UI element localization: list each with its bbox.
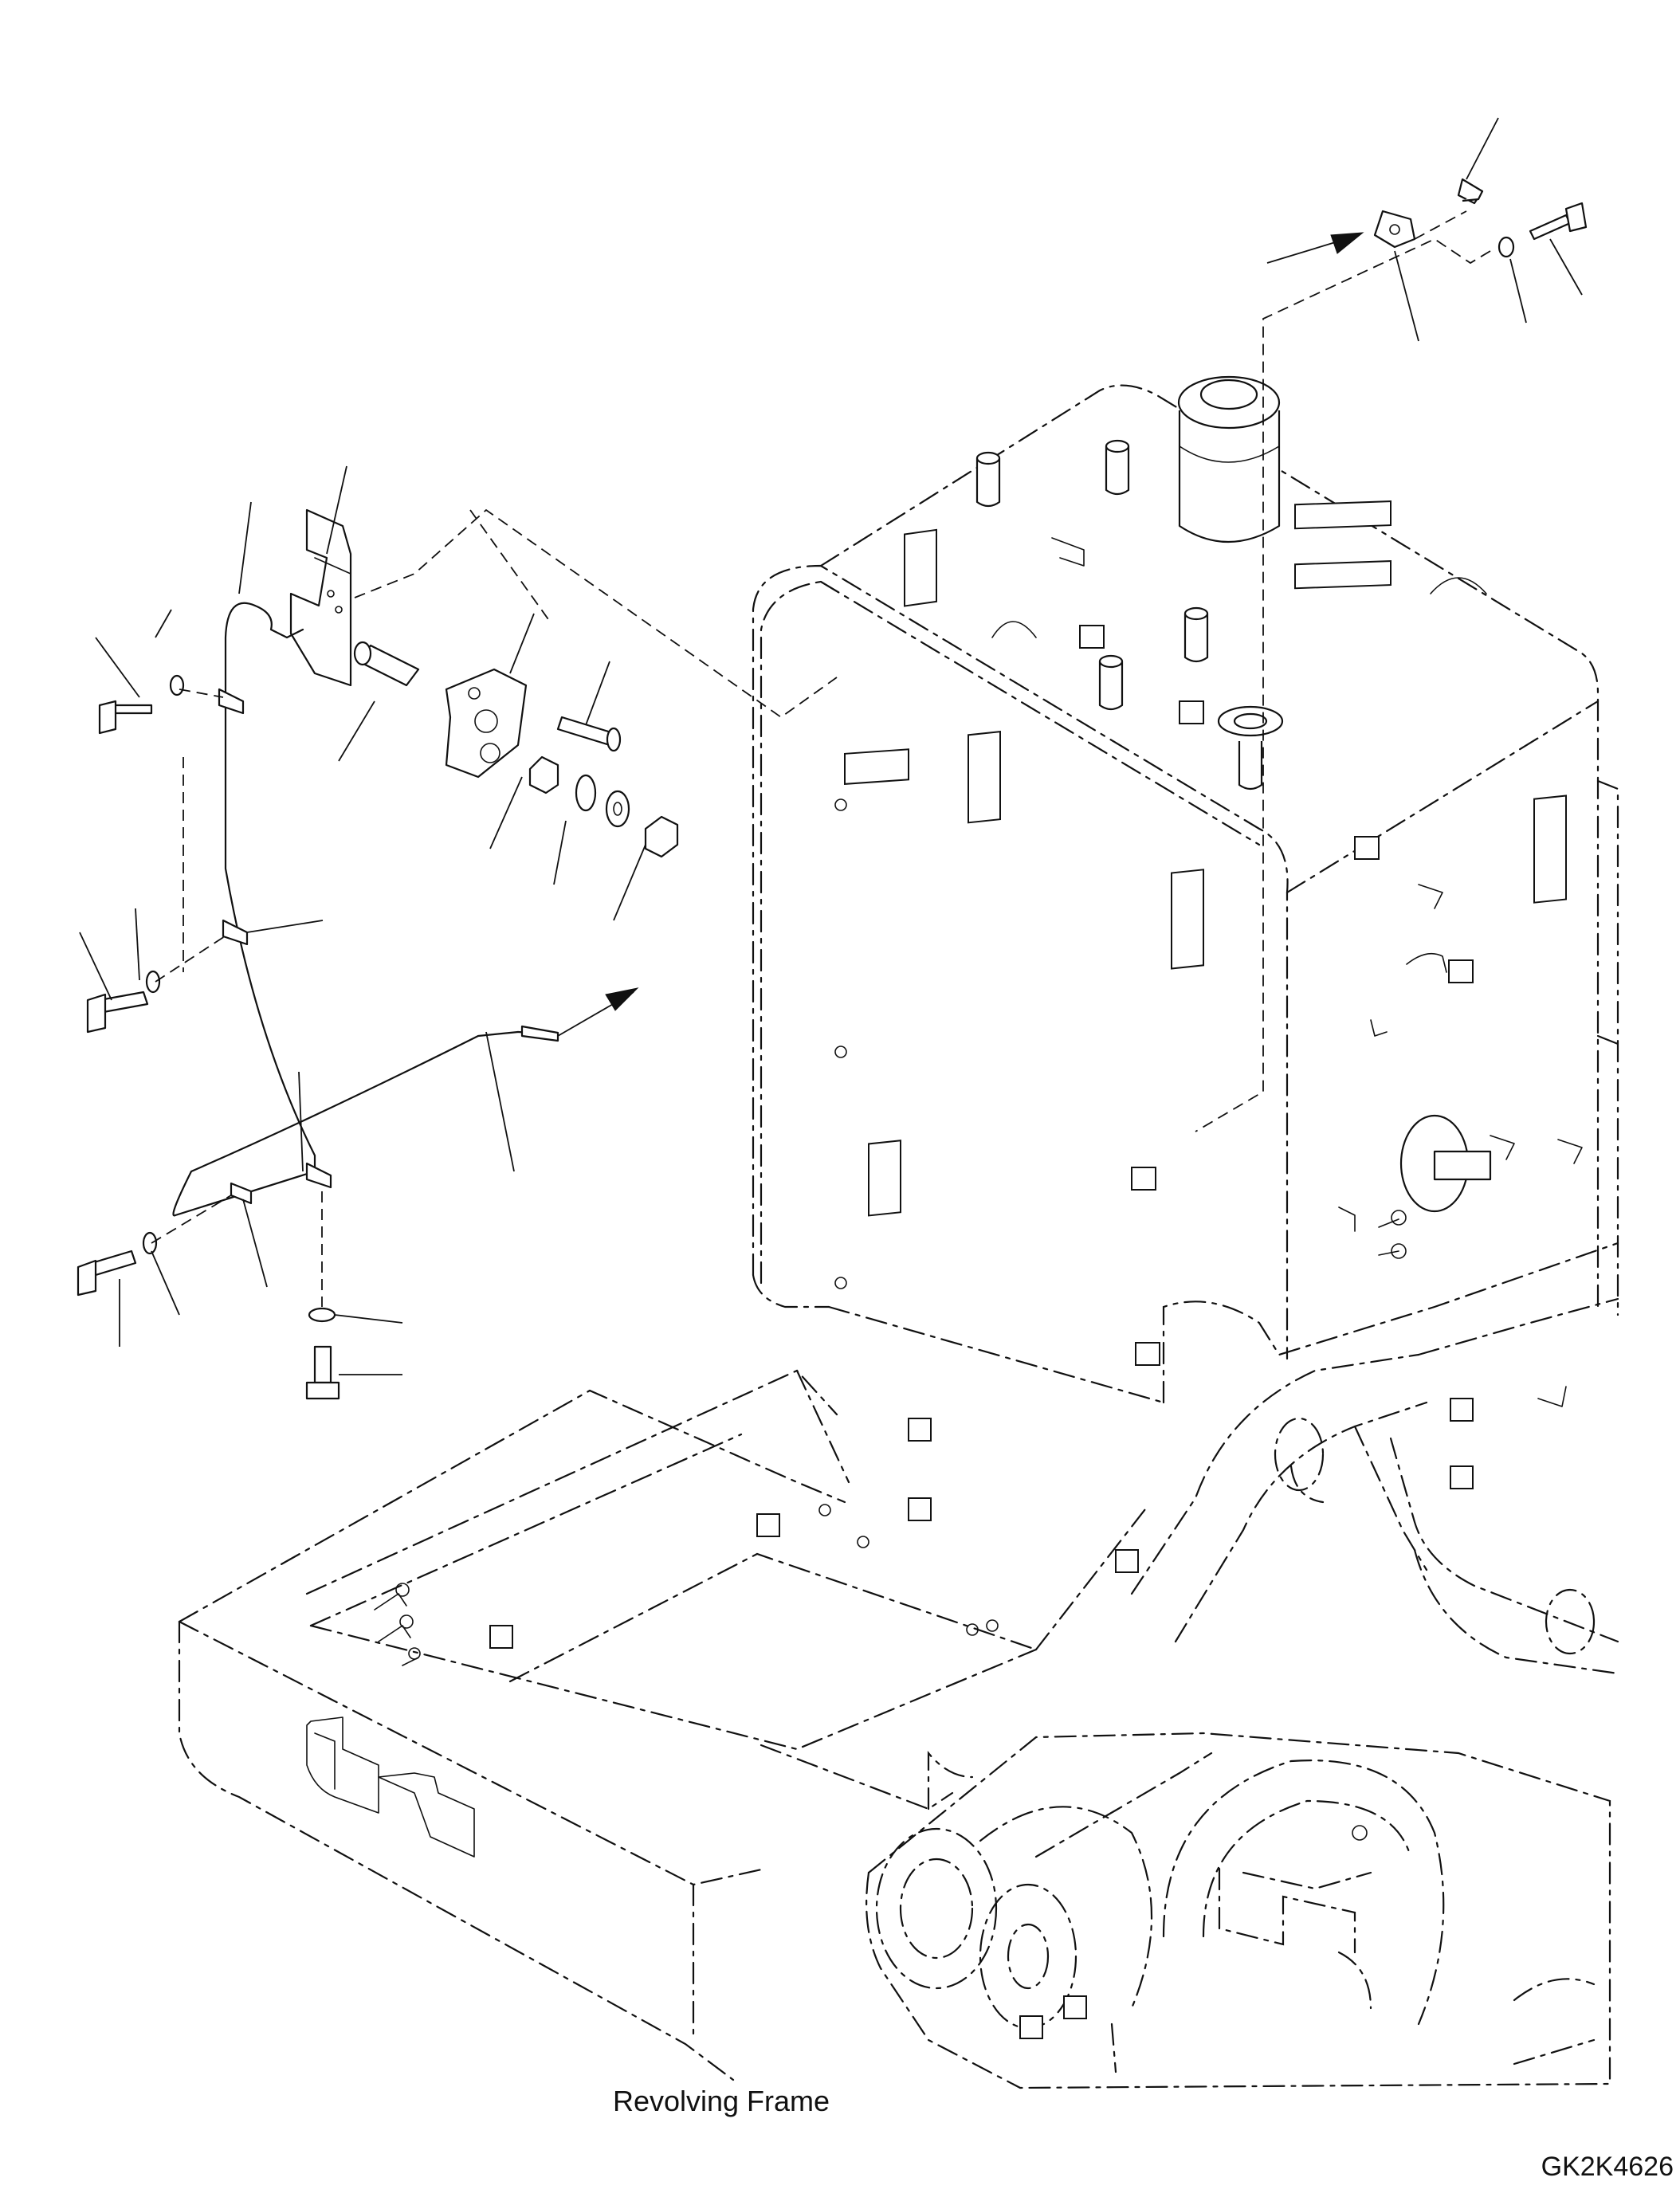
frame-mounting-pads — [374, 375, 1583, 2039]
lock-lever-cable-assembly — [77, 178, 1588, 1400]
callout-leaders — [79, 117, 1583, 1375]
diagram-caption: Revolving Frame — [612, 2085, 830, 2117]
revolving-frame-outline — [178, 384, 1619, 2089]
drawing-number: GK2K4626 — [1541, 2152, 1674, 2182]
